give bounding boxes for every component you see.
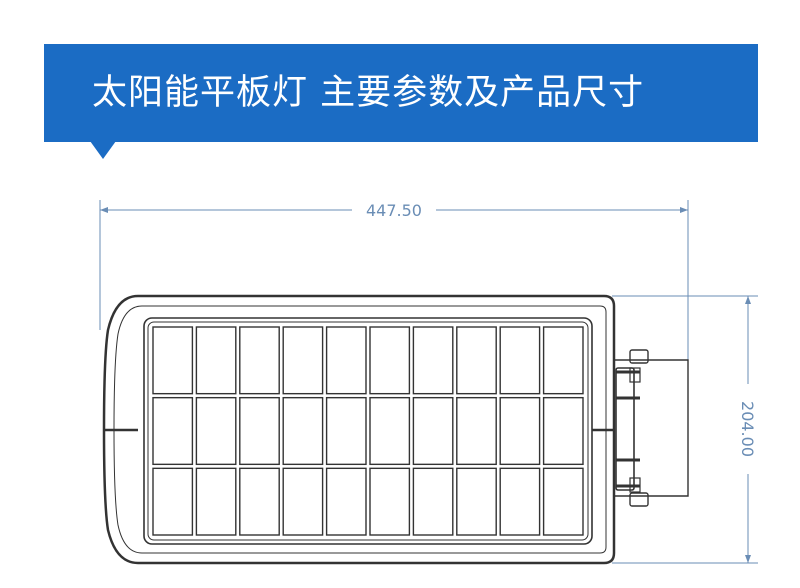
- solar-cell: [239, 396, 280, 466]
- width-dimension: [99, 200, 689, 360]
- width-label: 447.50: [366, 201, 422, 220]
- solar-cell: [456, 396, 497, 466]
- solar-cell: [542, 326, 584, 395]
- solar-cell: [499, 467, 541, 536]
- solar-cell: [195, 326, 237, 395]
- bracket-bolts: [616, 370, 640, 488]
- solar-cell: [499, 396, 541, 466]
- bracket-clip-upper-inner: [629, 367, 641, 383]
- solar-cell: [282, 326, 324, 395]
- height-arrow-top: [745, 296, 751, 304]
- solar-cell: [325, 326, 367, 395]
- bracket-arm: [614, 359, 689, 497]
- solar-cell-grid: [152, 326, 584, 536]
- solar-cell: [412, 326, 454, 395]
- lamp-body-inner-edge: [113, 305, 607, 554]
- product-dimension-drawing: 447.50 204.00: [99, 200, 758, 565]
- solar-cell: [325, 467, 367, 536]
- title-banner: [44, 44, 758, 142]
- solar-cell: [369, 396, 411, 466]
- height-dimension: [612, 295, 758, 564]
- solar-cell: [239, 467, 280, 536]
- solar-cell: [542, 396, 584, 466]
- solar-cell: [239, 326, 280, 395]
- solar-cell: [369, 326, 411, 395]
- page-title: 太阳能平板灯 主要参数及产品尺寸: [92, 73, 645, 113]
- solar-cell: [152, 326, 194, 395]
- height-arrow-bottom: [745, 555, 751, 563]
- solar-cell: [456, 467, 497, 536]
- bracket-clip-top: [629, 349, 649, 364]
- height-label: 204.00: [738, 401, 757, 457]
- width-arrow-right: [680, 207, 688, 213]
- solar-cell: [542, 467, 584, 536]
- solar-cell: [152, 396, 194, 466]
- solar-cell: [412, 396, 454, 466]
- banner-pointer: [90, 141, 116, 159]
- solar-panel-frame-outer: [143, 317, 593, 545]
- bracket-plate: [615, 367, 635, 491]
- solar-cell: [282, 396, 324, 466]
- solar-cell: [412, 467, 454, 536]
- solar-cell: [195, 396, 237, 466]
- solar-panel-frame-inner: [147, 321, 589, 541]
- solar-cell: [456, 326, 497, 395]
- solar-cell: [195, 467, 237, 536]
- solar-cell: [325, 396, 367, 466]
- width-arrow-left: [100, 207, 108, 213]
- solar-cell: [282, 467, 324, 536]
- solar-cell: [369, 467, 411, 536]
- solar-cell: [499, 326, 541, 395]
- solar-cell: [152, 467, 194, 536]
- bracket-clip-bottom: [629, 492, 649, 507]
